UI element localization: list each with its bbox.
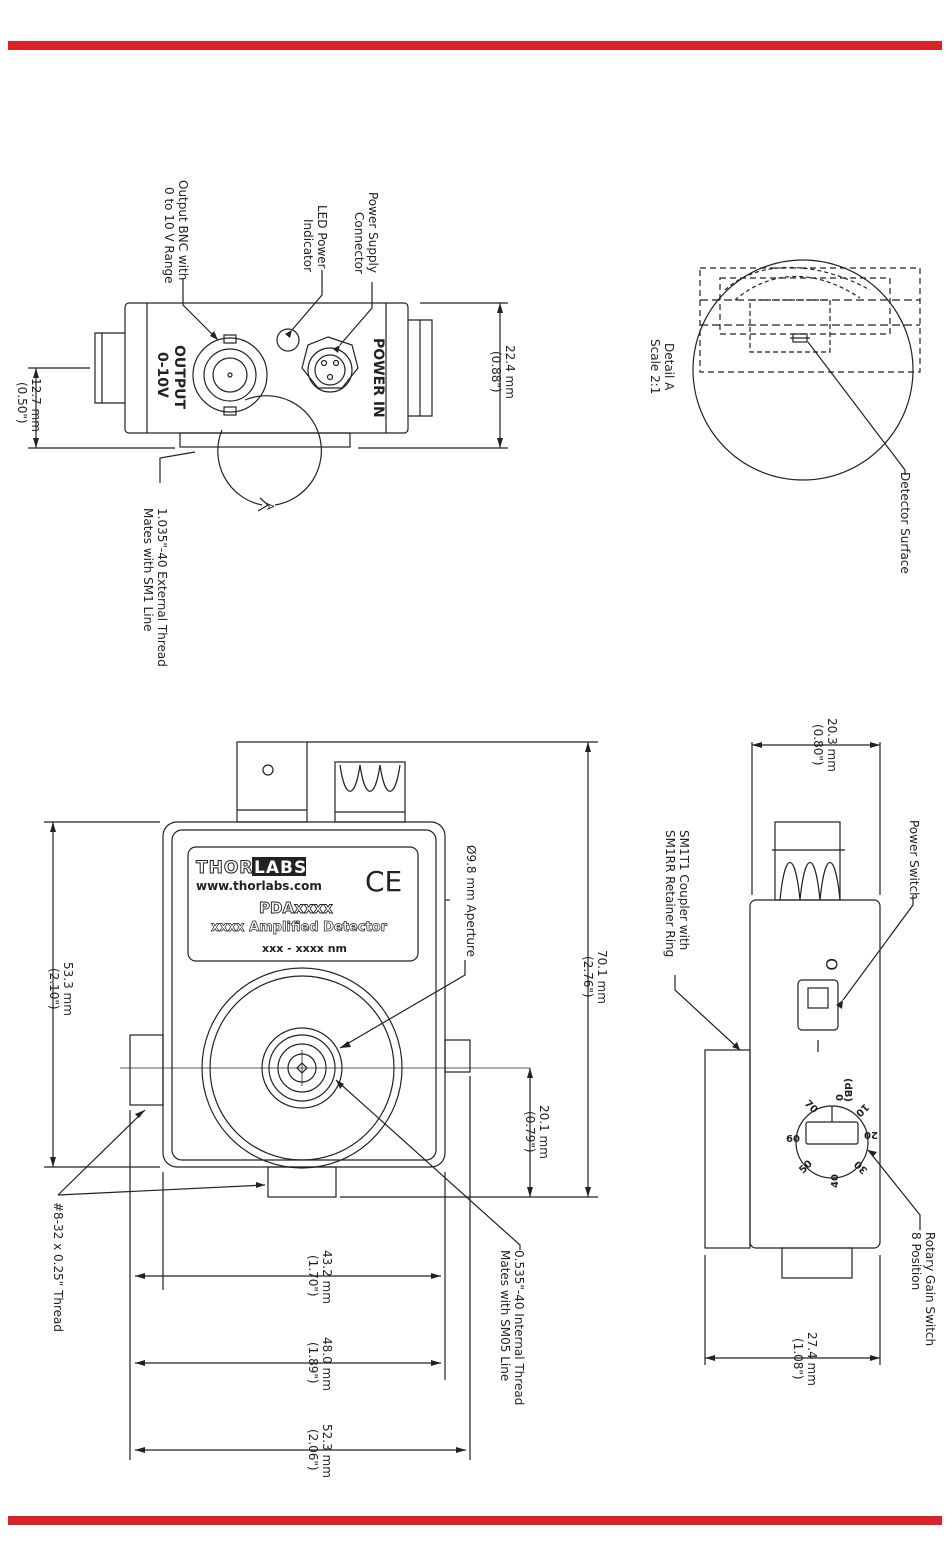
nameplate-model: PDAxxxx	[259, 899, 333, 917]
dim-22-4-mm: 22.4 mm	[503, 345, 517, 399]
nameplate-url: www.thorlabs.com	[196, 879, 322, 893]
label-output-range: 0-10V	[154, 352, 170, 398]
callout-int-thread-line2: Mates with SM05 Line	[498, 1250, 512, 1381]
callout-ext-thread-line2: Mates with SM1 Line	[141, 508, 155, 632]
callout-output-bnc-line2: 0 to 10 V Range	[162, 187, 176, 283]
gain-dial-pos-40: 40	[830, 1174, 841, 1188]
gain-dial-unit: (dB)	[842, 1078, 853, 1102]
side-view	[674, 742, 921, 1365]
dim-20-1-mm: 20.1 mm	[537, 1105, 551, 1159]
dim-27-4-mm: 27.4 mm	[805, 1332, 819, 1386]
callout-output-bnc-line1: Output BNC with	[176, 180, 190, 280]
callout-power-switch: Power Switch	[907, 820, 921, 900]
gain-dial-pos-50: 50	[797, 1158, 815, 1176]
top-accent-bar	[8, 41, 942, 50]
dim-43-2-mm: 43.2 mm	[320, 1250, 334, 1304]
detail-a-view	[692, 259, 921, 481]
detail-marker-a: A	[264, 503, 275, 510]
nameplate-brand-thor: THOR	[196, 858, 253, 878]
gain-dial-pos-10: 10	[853, 1101, 871, 1119]
gain-dial-pos-20: 20	[864, 1129, 878, 1140]
dim-53-3-in: (2.10")	[47, 968, 61, 1010]
callout-power-supply-line1: Power Supply	[366, 192, 380, 273]
switch-off-mark: O	[822, 958, 841, 971]
detail-a-text: Detail A Scale 2:1 Detector Surface	[648, 339, 912, 574]
side-view-text: Power Switch SM1T1 Coupler with SM1RR Re…	[663, 718, 937, 1386]
callout-gain-switch-line1: Rotary Gain Switch	[923, 1232, 937, 1346]
dim-12-7-mm: 12.7 mm	[29, 378, 43, 432]
nameplate-brand-labs: LABS	[254, 858, 307, 878]
front-view	[44, 741, 598, 1460]
dim-20-1-in: (0.79")	[523, 1111, 537, 1153]
gain-dial-pos-0: 0	[833, 1094, 844, 1101]
callout-ext-thread-line1: 1.035"-40 External Thread	[155, 508, 169, 667]
end-view	[28, 270, 508, 512]
dim-70-1-in: (2.76")	[581, 956, 595, 998]
dim-52-3-in: (2.06")	[306, 1429, 320, 1471]
dim-70-1-mm: 70.1 mm	[595, 950, 609, 1004]
dim-12-7-in: (0.50")	[15, 382, 29, 424]
callout-led-line2: Indicator	[301, 219, 315, 272]
callout-mount-thread: #8-32 x 0.25" Thread	[51, 1202, 65, 1332]
callout-coupler-line1: SM1T1 Coupler with	[677, 830, 691, 950]
bottom-accent-bar	[8, 1516, 942, 1525]
label-output: OUTPUT	[171, 345, 187, 409]
detail-a-scale: Scale 2:1	[648, 339, 662, 394]
front-view-text: THOR LABS www.thorlabs.com CE PDAxxxx xx…	[47, 845, 609, 1478]
dim-52-3-mm: 52.3 mm	[320, 1424, 334, 1478]
detail-a-title: Detail A	[662, 343, 676, 391]
dim-20-3-in: (0.80")	[811, 724, 825, 766]
dim-43-2-in: (1.70")	[306, 1255, 320, 1297]
dim-22-4-in: (0.88")	[489, 351, 503, 393]
gain-dial-pos-60: 60	[786, 1134, 800, 1145]
dim-48-0-in: (1.89")	[306, 1342, 320, 1384]
callout-aperture: Ø9.8 mm Aperture	[464, 845, 478, 957]
label-power-in: POWER IN	[370, 338, 386, 418]
nameplate-ce-mark: CE	[365, 865, 402, 898]
dim-48-0-mm: 48.0 mm	[320, 1337, 334, 1391]
callout-led-line1: LED Power	[315, 205, 329, 269]
nameplate-description: xxxx Amplified Detector	[211, 920, 388, 935]
dim-53-3-mm: 53.3 mm	[61, 962, 75, 1016]
gain-dial-pos-30: 30	[852, 1158, 870, 1176]
callout-coupler-line2: SM1RR Retainer Ring	[663, 830, 677, 957]
callout-int-thread-line1: 0.535"-40 Internal Thread	[512, 1250, 526, 1405]
dim-27-4-in: (1.08")	[791, 1338, 805, 1380]
end-view-text: Output BNC with 0 to 10 V Range LED Powe…	[15, 180, 517, 667]
callout-detector-surface: Detector Surface	[898, 472, 912, 574]
arrowheads	[33, 303, 880, 1453]
nameplate-wavelength-range: xxx - xxxx nm	[262, 942, 347, 955]
gain-dial-pos-70: 70	[802, 1098, 820, 1116]
dim-20-3-mm: 20.3 mm	[825, 718, 839, 772]
callout-power-supply-line2: Connector	[352, 212, 366, 274]
callout-gain-switch-line2: 8 Position	[909, 1232, 923, 1290]
